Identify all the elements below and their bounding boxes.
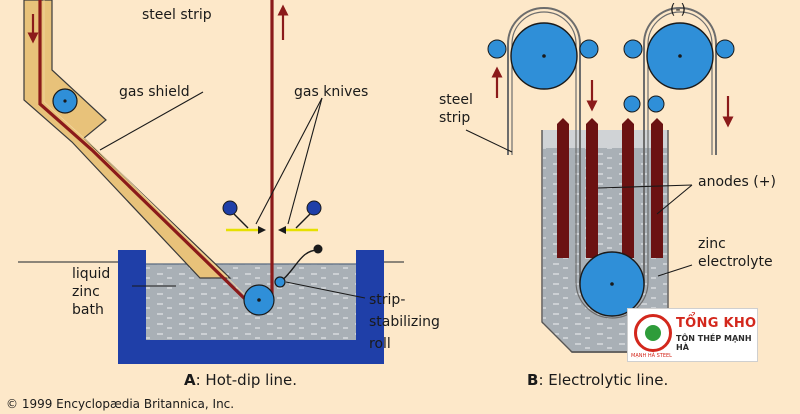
label-electrolyte: electrolyte: [698, 254, 773, 270]
zinc-bath-tank: [118, 250, 384, 364]
guide-roll-5: [623, 95, 641, 113]
logo-brand: TỔNG KHO: [676, 316, 757, 331]
gas-knife-left: [222, 200, 238, 216]
label-steel: steel: [439, 92, 473, 108]
anode-2: [586, 124, 598, 258]
label-steel-strip-a: steel strip: [142, 7, 212, 23]
anode-3: [622, 124, 634, 258]
electrolytic-line: (-) steel strip anodes (+) zinc electrol…: [439, 2, 776, 389]
guide-roll-1: [487, 39, 507, 59]
guide-roll-2: [579, 39, 599, 59]
label-roll: roll: [369, 336, 391, 352]
label-liquid: liquid: [72, 266, 110, 282]
label-strip: strip-: [369, 292, 405, 308]
label-strip-b: strip: [439, 110, 470, 126]
caption-b: B: Electrolytic line.: [527, 371, 668, 389]
guide-roll-3: [623, 39, 643, 59]
strip-stabilizing-roll: [274, 276, 286, 288]
anode-4: [651, 124, 663, 258]
logo-mark-icon: [634, 314, 672, 352]
label-zinc-b: zinc: [698, 236, 726, 252]
label-stabilizing: stabilizing: [369, 314, 440, 330]
label-zinc: zinc: [72, 284, 100, 300]
guide-roll-4: [715, 39, 735, 59]
label-cathode-minus: (-): [670, 2, 686, 18]
label-gas-knives: gas knives: [294, 84, 368, 100]
gas-shield: [23, 0, 232, 279]
watermark-logo: TỔNG KHO TÔN THÉP MẠNH HÀ MẠNH HÀ STEEL: [627, 308, 758, 362]
steel-strip-hot-dip: [38, 0, 274, 309]
label-anodes: anodes (+): [698, 174, 776, 190]
anode-1: [557, 124, 569, 258]
label-gas-shield: gas shield: [119, 84, 190, 100]
guide-roll-6: [647, 95, 665, 113]
logo-subtitle: TÔN THÉP MẠNH HÀ: [676, 334, 752, 352]
gas-knife-right: [306, 200, 322, 216]
copyright-notice: © 1999 Encyclopædia Britannica, Inc.: [6, 397, 234, 411]
logo-small-text: MẠNH HÀ STEEL: [631, 353, 672, 359]
caption-a: A: Hot-dip line.: [184, 371, 297, 389]
hot-dip-line: steel strip gas shield gas knives liquid…: [18, 0, 440, 389]
label-bath: bath: [72, 302, 104, 318]
